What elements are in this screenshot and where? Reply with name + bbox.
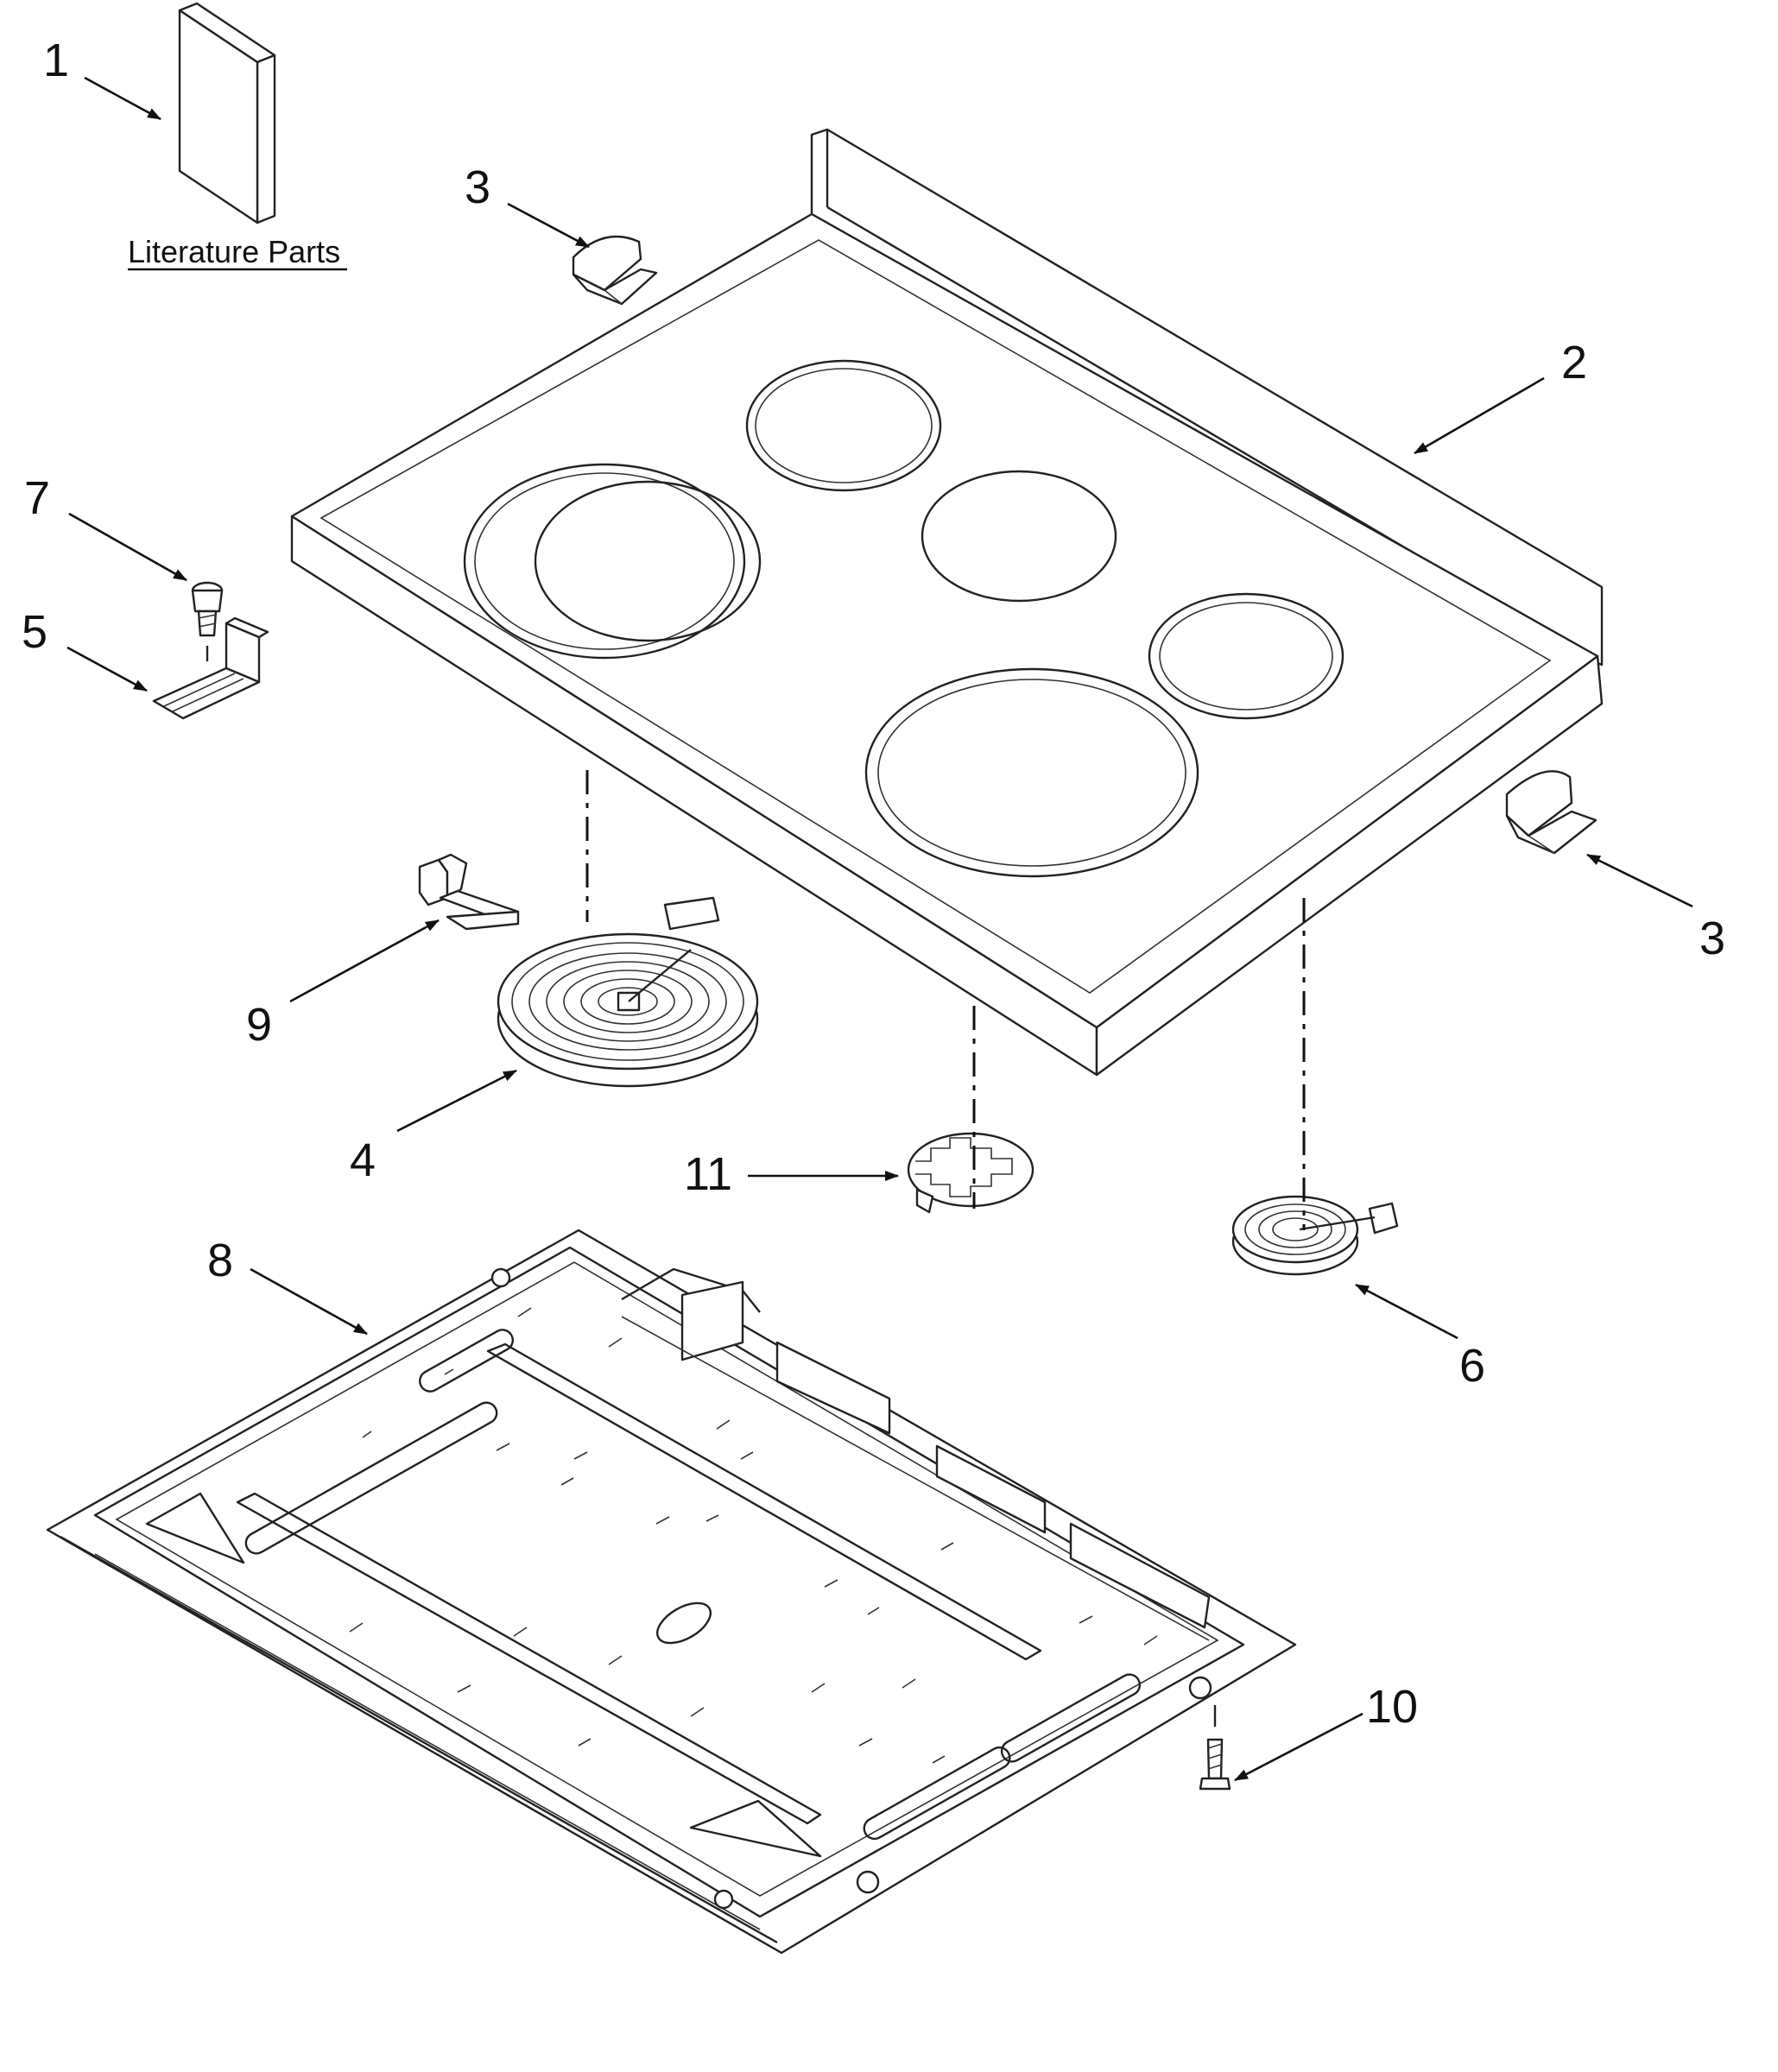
part-3-bracket-left[interactable]	[572, 235, 658, 306]
callout-7: 7	[24, 472, 50, 524]
part-8-burner-box[interactable]	[46, 1229, 1297, 1955]
burner-ring-left-front	[463, 463, 762, 660]
burner-ring-right-front	[864, 667, 1199, 878]
callout-1: 1	[43, 35, 69, 86]
callout-9: 9	[246, 999, 272, 1051]
part-11-insulator[interactable]	[907, 1132, 1035, 1214]
part-1-literature-booklet[interactable]	[178, 2, 276, 224]
literature-parts-label: Literature Parts	[128, 234, 340, 269]
part-4-large-radiant-element[interactable]	[497, 896, 759, 1088]
callout-5: 5	[22, 606, 47, 658]
burner-ring-right-rear	[1148, 592, 1345, 720]
callout-6: 6	[1459, 1340, 1485, 1392]
callout-10: 10	[1366, 1681, 1418, 1733]
callout-11: 11	[684, 1148, 732, 1200]
callout-4: 4	[350, 1134, 376, 1186]
part-7-screw[interactable]	[191, 581, 224, 661]
burner-ring-left-rear	[745, 359, 942, 492]
callout-2: 2	[1561, 337, 1587, 388]
burner-ring-center	[921, 470, 1117, 603]
callout-3-left: 3	[465, 161, 490, 213]
assembly-lines	[585, 770, 1306, 1230]
stamp-markings	[349, 1307, 1158, 1764]
part-3-bracket-right[interactable]	[1505, 770, 1598, 855]
part-5-corner-bracket[interactable]	[152, 616, 269, 720]
callout-8: 8	[207, 1235, 233, 1286]
part-6-small-radiant-element[interactable]	[1231, 1195, 1399, 1276]
callout-3-right: 3	[1699, 913, 1725, 964]
part-10-screw[interactable]	[1199, 1705, 1231, 1791]
part-2-cooktop[interactable]	[290, 128, 1604, 1077]
part-9-terminal-bracket[interactable]	[418, 853, 520, 931]
callout-arrows	[66, 76, 1693, 1782]
